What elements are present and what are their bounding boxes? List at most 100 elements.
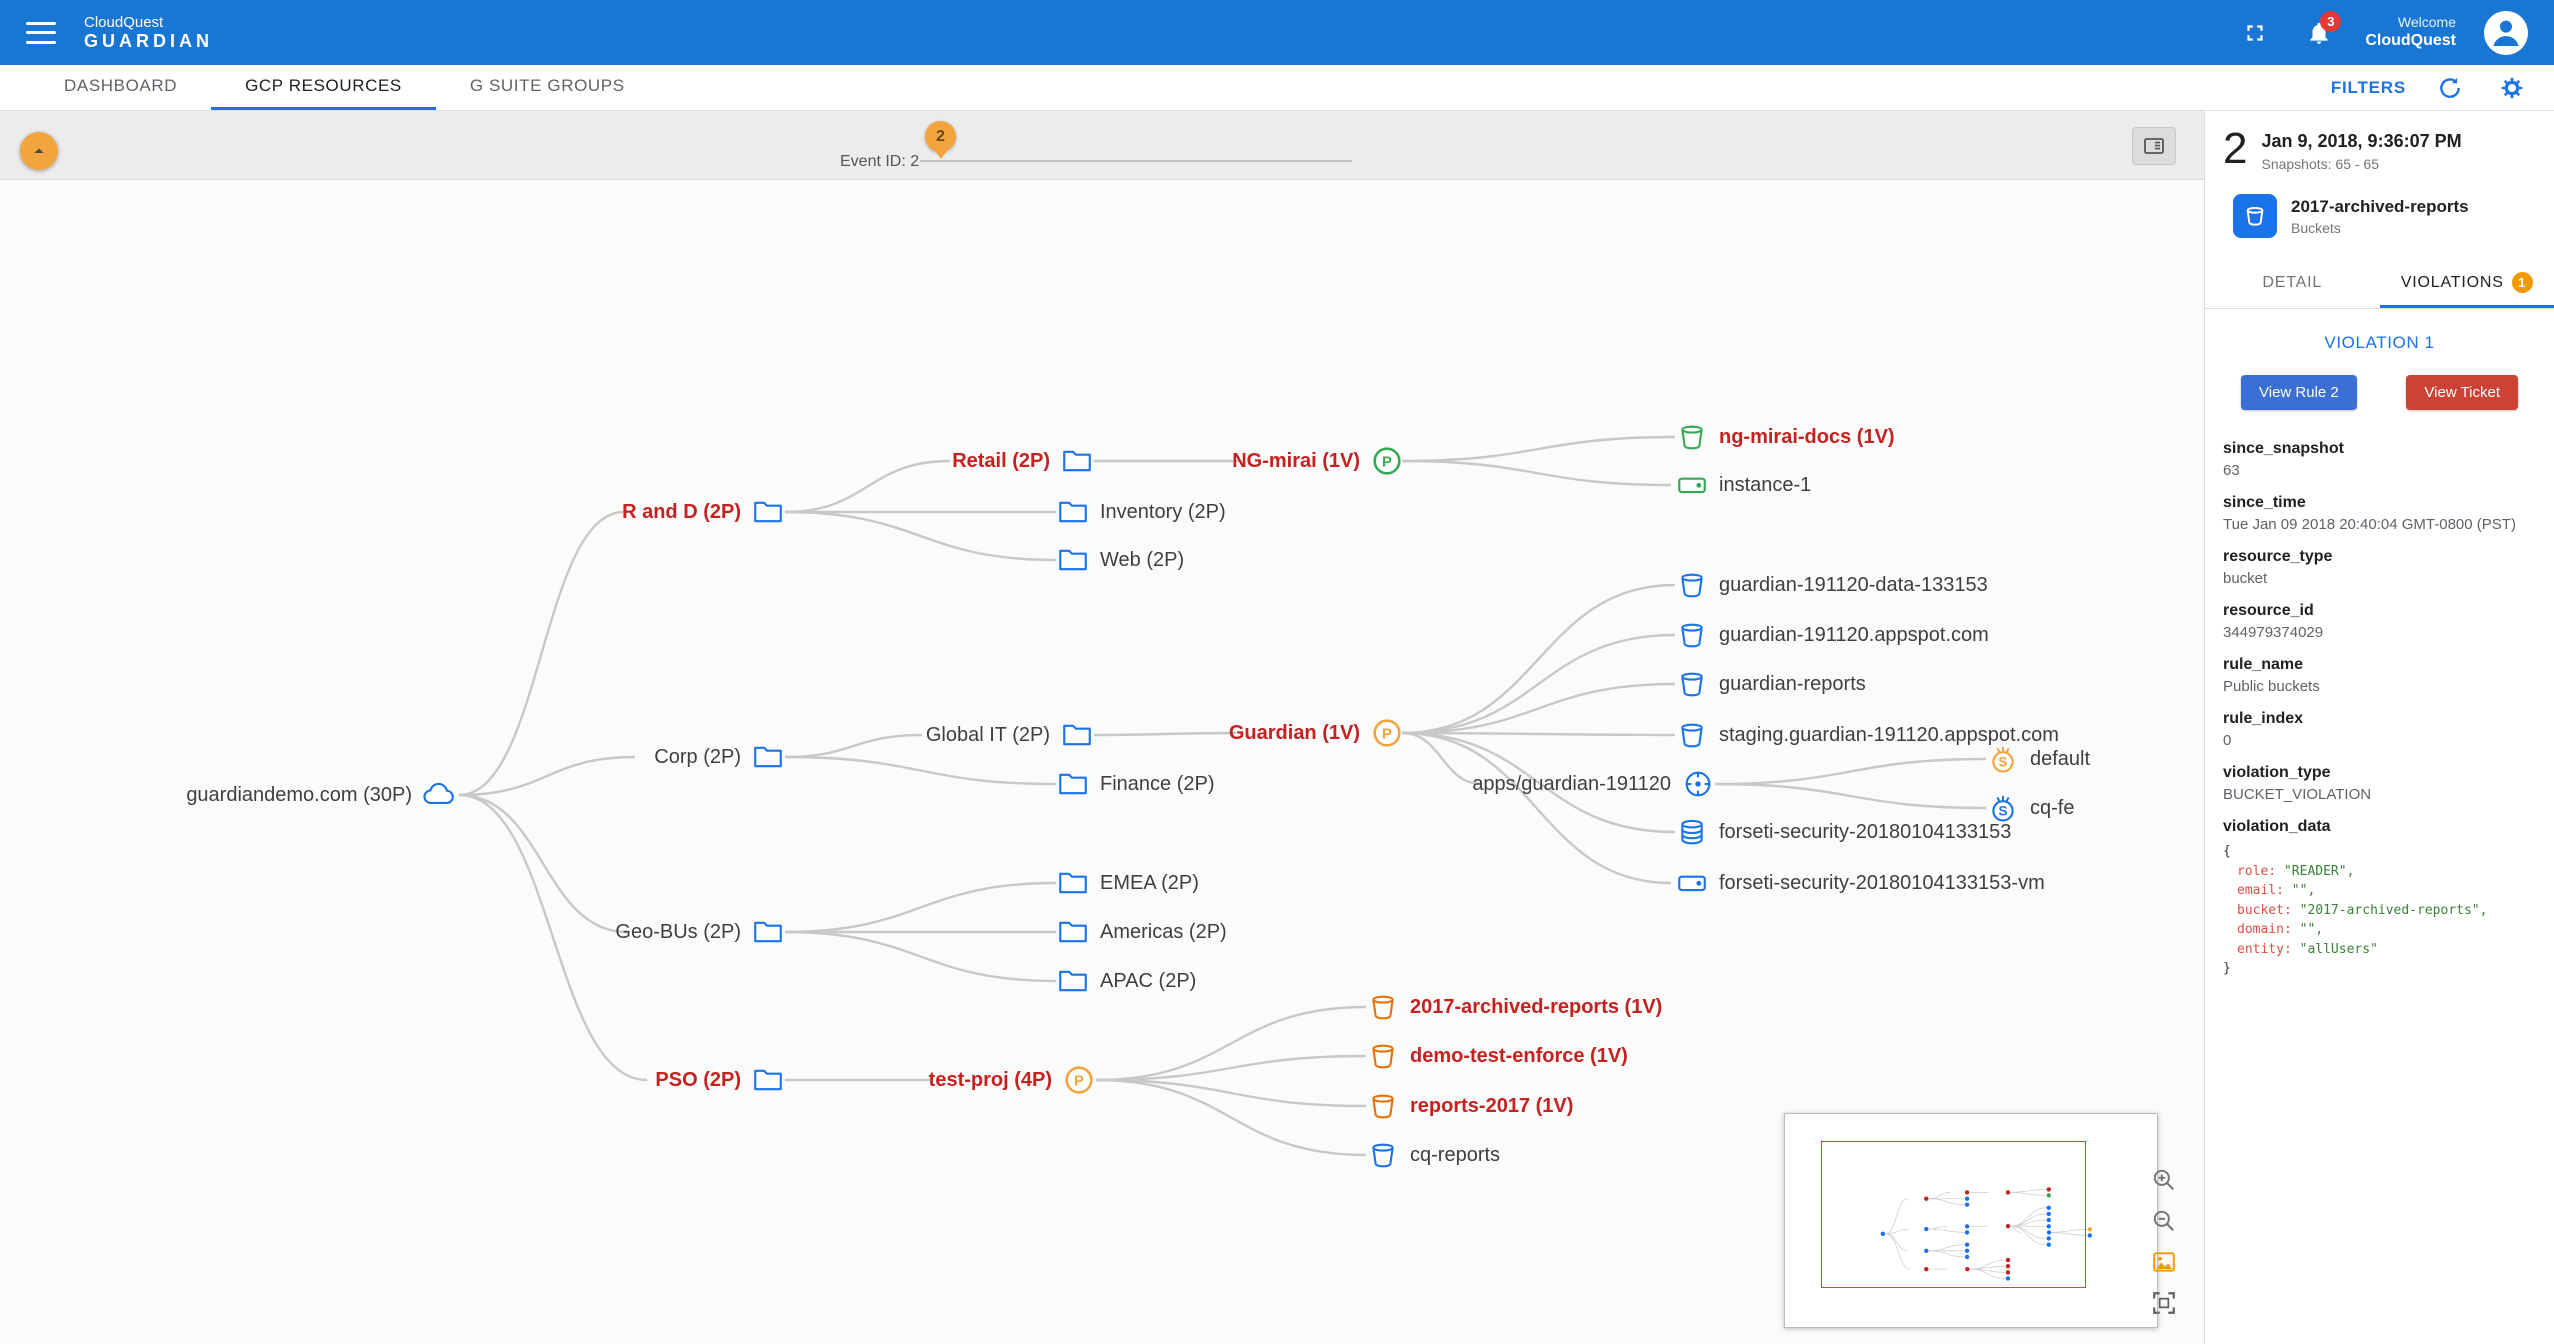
timeline-collapse-button[interactable] (20, 132, 58, 170)
tab-dashboard[interactable]: DASHBOARD (64, 76, 178, 95)
graph-node-gstag[interactable]: staging.guardian-191120.appspot.com (1675, 718, 2059, 752)
folder-icon (1059, 773, 1087, 795)
folder-icon (1059, 501, 1087, 523)
violation-data-json: {role: "READER",email: "",bucket: "2017-… (2223, 844, 2488, 976)
zoom-in-button[interactable] (2150, 1166, 2178, 1194)
graph-node-grep[interactable]: guardian-reports (1675, 667, 1866, 701)
svc-icon: S (1992, 795, 2014, 822)
folder-icon (754, 501, 782, 523)
gae-icon (1685, 771, 1711, 797)
graph-node-label: Global IT (2P) (925, 723, 1050, 746)
graph-node-bcq[interactable]: cq-reports (1366, 1138, 1500, 1172)
graph-node-globalit[interactable]: Global IT (2P) (926, 718, 1094, 752)
folder-icon (1059, 549, 1087, 571)
minimap-viewport[interactable] (1821, 1141, 2086, 1288)
graph-node-label: 2017-archived-reports (1V) (1410, 995, 1663, 1018)
graph-node-finance[interactable]: Finance (2P) (1056, 767, 1215, 801)
user-avatar[interactable] (2484, 10, 2528, 55)
graph-node-brep[interactable]: reports-2017 (1V) (1366, 1089, 1573, 1123)
graph-node-americas[interactable]: Americas (2P) (1056, 915, 1227, 949)
resource-graph-canvas: Event ID: 2 2 guardiandemo.com (30P) R an… (0, 111, 2204, 1344)
field-violation_type: violation_type BUCKET_VIOLATION (2223, 764, 2554, 803)
graph-node-label: reports-2017 (1V) (1410, 1094, 1574, 1117)
view-rule-button[interactable]: View Rule 2 (2241, 375, 2357, 410)
bucket-icon (1681, 425, 1703, 450)
svg-text:P: P (1074, 1073, 1084, 1089)
main-tab-bar: DASHBOARD GCP RESOURCES G SUITE GROUPS F… (0, 65, 2554, 111)
bucket-icon (1681, 672, 1703, 697)
graph-node-geo[interactable]: Geo-BUs (2P) (615, 915, 785, 949)
field-value: bucket (2223, 570, 2268, 587)
notifications-bell-icon[interactable]: 3 (2301, 10, 2342, 51)
settings-gear-icon[interactable] (2494, 70, 2530, 106)
field-label: rule_index (2223, 710, 2304, 727)
minimap[interactable] (1784, 1113, 2158, 1328)
graph-node-label: apps/guardian-191120 (1472, 772, 1671, 795)
graph-node-bdemo[interactable]: demo-test-enforce (1V) (1366, 1039, 1628, 1073)
graph-node-ngmirai[interactable]: NG-mirai (1V)P (1232, 444, 1404, 478)
graph-node-apps[interactable]: apps/guardian-191120 (1472, 767, 1715, 801)
field-value: 63 (2223, 462, 2240, 479)
graph-node-inst1[interactable]: instance-1 (1675, 468, 1811, 502)
app-logo: CloudQuest GUARDIAN (84, 14, 213, 52)
timeline-strip: Event ID: 2 2 (0, 111, 2204, 180)
graph-node-guardian[interactable]: Guardian (1V)P (1229, 716, 1404, 750)
graph-node-fvm[interactable]: forseti-security-20180104133153-vm (1675, 866, 2045, 900)
graph-node-pso[interactable]: PSO (2P) (655, 1063, 785, 1097)
vm-icon (1678, 875, 1706, 892)
bucket-icon (1372, 1143, 1394, 1168)
field-label: resource_id (2223, 602, 2314, 619)
fit-to-screen-button[interactable] (2150, 1289, 2178, 1317)
graph-node-rnd[interactable]: R and D (2P) (622, 495, 785, 529)
field-rule_name: rule_name Public buckets (2223, 656, 2554, 695)
resource-tree-graph: guardiandemo.com (30P) R and D (2P) Corp (… (0, 180, 2204, 1344)
graph-node-emea[interactable]: EMEA (2P) (1056, 866, 1199, 900)
menu-icon[interactable] (26, 21, 56, 44)
graph-node-inventory[interactable]: Inventory (2P) (1056, 495, 1226, 529)
graph-node-testproj[interactable]: test-proj (4P)P (929, 1063, 1096, 1097)
tab-gsuite-groups[interactable]: G SUITE GROUPS (469, 76, 625, 95)
refresh-icon[interactable] (2432, 70, 2468, 106)
zoom-out-button[interactable] (2150, 1207, 2178, 1235)
graph-node-label: cq-reports (1410, 1143, 1501, 1166)
view-ticket-button[interactable]: View Ticket (2406, 375, 2518, 410)
proj-icon: P (1065, 1066, 1093, 1094)
graph-node-gapp[interactable]: guardian-191120.appspot.com (1675, 618, 1989, 652)
field-label: rule_name (2223, 656, 2304, 673)
field-label: resource_type (2223, 548, 2333, 565)
graph-node-gdata[interactable]: guardian-191120-data-133153 (1675, 568, 1988, 602)
graph-node-retail[interactable]: Retail (2P) (952, 444, 1094, 478)
fullscreen-icon[interactable] (2237, 15, 2273, 51)
graph-node-apac[interactable]: APAC (2P) (1056, 964, 1196, 998)
reader-mode-button[interactable] (2132, 127, 2176, 165)
notification-count-badge: 3 (2320, 10, 2342, 32)
folder-icon (1059, 970, 1087, 992)
violations-count-badge: 1 (2511, 272, 2533, 293)
graph-node-fdb[interactable]: forseti-security-20180104133153 (1675, 815, 2011, 849)
graph-node-b2017[interactable]: 2017-archived-reports (1V) (1366, 990, 1662, 1024)
field-label: violation_type (2223, 764, 2331, 781)
field-label: since_time (2223, 494, 2306, 511)
field-label: since_snapshot (2223, 440, 2344, 457)
timeline-marker[interactable]: 2 (925, 121, 956, 152)
filters-button[interactable]: FILTERS (2330, 77, 2406, 97)
tab-violations[interactable]: VIOLATIONS 1 (2379, 258, 2554, 308)
graph-node-label: APAC (2P) (1100, 969, 1197, 992)
timeline-slider-track[interactable] (920, 160, 1352, 162)
snapshot-image-button[interactable] (2150, 1248, 2178, 1276)
field-resource_type: resource_type bucket (2223, 548, 2554, 587)
graph-node-label: Inventory (2P) (1100, 500, 1226, 523)
snapshots-range: Snapshots: 65 - 65 (2261, 156, 2380, 172)
field-resource_id: resource_id 344979374029 (2223, 602, 2554, 641)
graph-node-root[interactable]: guardiandemo.com (30P) (186, 778, 456, 812)
timeline-marker-value: 2 (936, 127, 945, 145)
graph-node-corp[interactable]: Corp (2P) (654, 740, 785, 774)
graph-node-label: Web (2P) (1100, 548, 1185, 571)
field-since_time: since_time Tue Jan 09 2018 20:40:04 GMT-… (2223, 494, 2554, 533)
tab-detail[interactable]: DETAIL (2262, 273, 2323, 291)
tab-gcp-resources[interactable]: GCP RESOURCES (211, 65, 436, 110)
graph-node-web[interactable]: Web (2P) (1056, 543, 1184, 577)
graph-node-ngdocs[interactable]: ng-mirai-docs (1V) (1675, 420, 1895, 454)
